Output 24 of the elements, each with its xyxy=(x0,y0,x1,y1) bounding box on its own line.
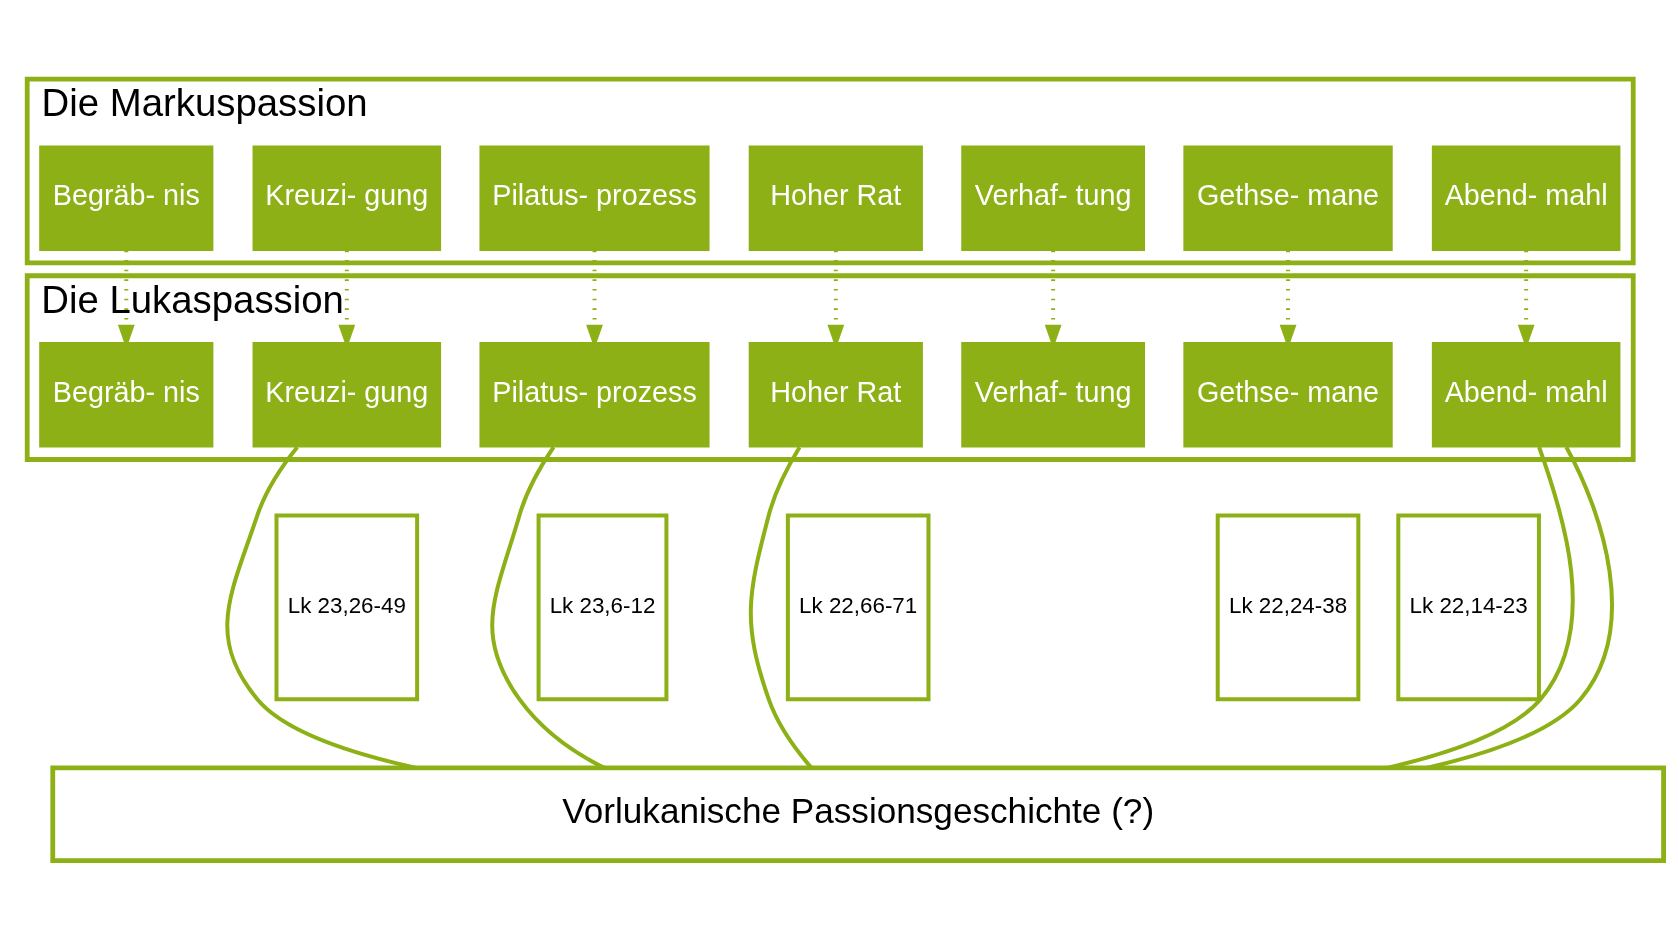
connector xyxy=(1386,445,1575,770)
connector xyxy=(225,445,417,770)
node-box: Begräb- nis xyxy=(39,145,214,251)
node-box: Lk 23,26-49 xyxy=(274,512,420,701)
node-box: Begräb- nis xyxy=(39,341,214,448)
node-box: Hoher Rat xyxy=(748,145,923,251)
node-box: Lk 22,24-38 xyxy=(1215,512,1361,701)
node-box: Kreuzi- gung xyxy=(252,341,442,448)
node-box: Lk 23,6-12 xyxy=(536,512,669,701)
node-box: Abend- mahl xyxy=(1431,341,1621,448)
node-box: Pilatus- prozess xyxy=(479,341,710,448)
node-box: Vorlukanische Passionsgeschichte (?) xyxy=(50,765,1666,863)
connector xyxy=(1426,445,1614,770)
node-box: Abend- mahl xyxy=(1431,145,1621,251)
connector xyxy=(748,445,813,769)
node-box: Verhaf- tung xyxy=(961,145,1145,251)
node-box: Verhaf- tung xyxy=(961,341,1145,448)
node-box: Gethse- mane xyxy=(1183,341,1393,448)
node-box: Gethse- mane xyxy=(1183,145,1393,251)
node-box: Hoher Rat xyxy=(748,341,923,448)
node-box: Kreuzi- gung xyxy=(252,145,442,251)
node-box: Lk 22,14-23 xyxy=(1396,512,1541,701)
node-box: Pilatus- prozess xyxy=(479,145,710,251)
node-box: Lk 22,66-71 xyxy=(785,512,931,701)
